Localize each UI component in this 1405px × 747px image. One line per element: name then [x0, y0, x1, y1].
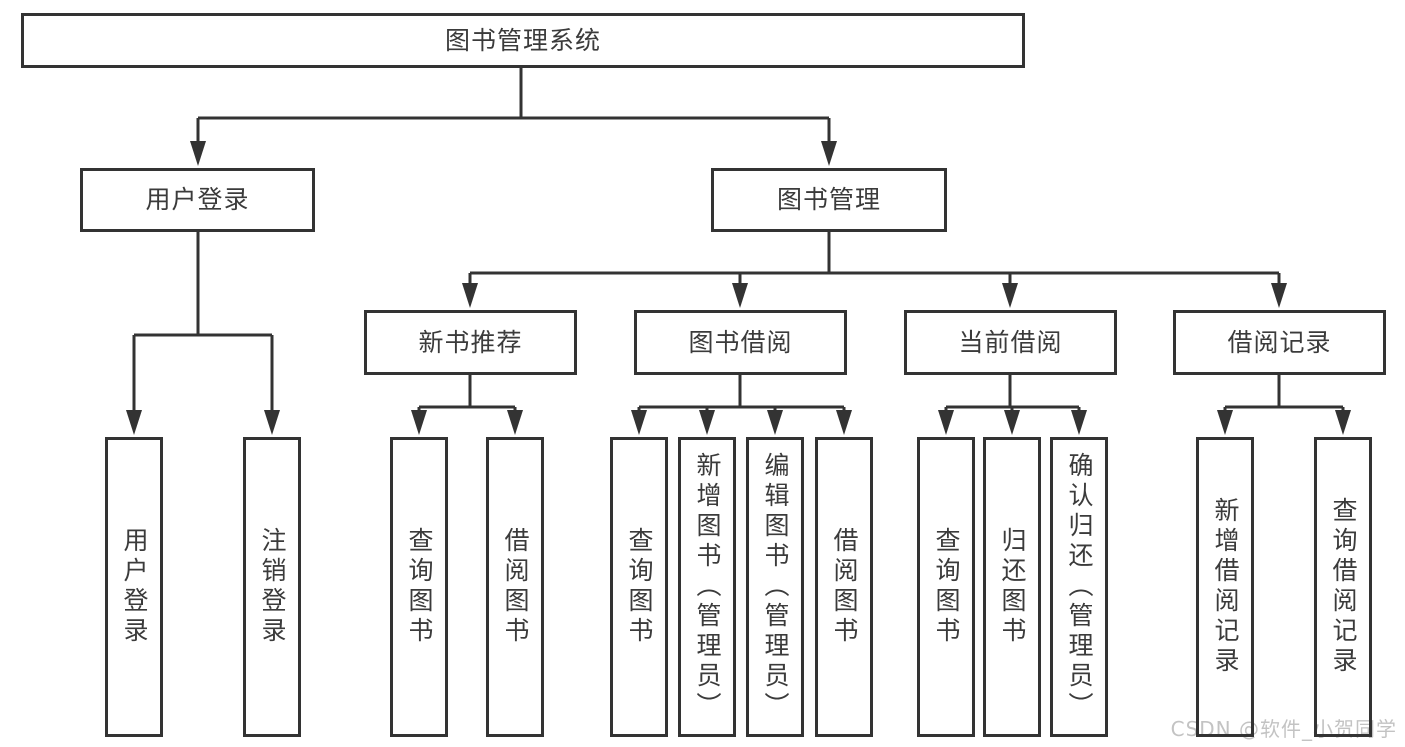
node-label: 图书管理: [776, 185, 881, 214]
leaf-query-books-borrowing: 查询图书: [610, 437, 668, 737]
node-label: 新书推荐: [418, 327, 523, 357]
node-label: 查询图书: [625, 527, 654, 647]
leaf-logout: 注销登录: [243, 437, 301, 737]
arrowhead-icon: [1004, 410, 1020, 435]
node-label: 新增图书（管理员）: [693, 452, 722, 722]
connector-userlogin-to-leaves: [132, 232, 274, 412]
arrowhead-icon: [411, 410, 427, 435]
connector-current-to-leaves: [944, 375, 1081, 411]
node-label: 注销登录: [258, 527, 287, 647]
leaf-borrow-books-borrowing: 借阅图书: [815, 437, 873, 737]
node-label: 查询图书: [932, 527, 961, 647]
node-label: 用户登录: [120, 527, 149, 647]
arrowhead-icon: [699, 410, 715, 435]
node-borrowing-records: 借阅记录: [1173, 310, 1386, 375]
arrowhead-icon: [732, 283, 748, 308]
node-book-management-system: 图书管理系统: [21, 13, 1025, 68]
node-user-login: 用户登录: [80, 168, 315, 232]
arrowhead-icon: [767, 410, 783, 435]
node-new-book-recommendation: 新书推荐: [364, 310, 577, 375]
node-label: 新增借阅记录: [1211, 497, 1240, 677]
node-label: 用户登录: [145, 185, 250, 214]
leaf-add-books-admin: 新增图书（管理员）: [678, 437, 736, 737]
connector-bookmgmt-to-level3: [468, 232, 1281, 285]
node-label: 图书管理系统: [444, 25, 601, 55]
node-label: 归还图书: [998, 527, 1027, 647]
node-label: 借阅图书: [830, 527, 859, 647]
leaf-edit-books-admin: 编辑图书（管理员）: [746, 437, 804, 737]
node-label: 借阅记录: [1227, 327, 1332, 357]
node-label: 当前借阅: [958, 327, 1063, 357]
arrowhead-icon: [462, 283, 478, 308]
arrowhead-icon: [1217, 410, 1233, 435]
arrowhead-icon: [190, 141, 206, 166]
arrowhead-icon: [836, 410, 852, 435]
node-current-borrowing: 当前借阅: [904, 310, 1117, 375]
node-label: 查询借阅记录: [1329, 497, 1358, 677]
leaf-return-books: 归还图书: [983, 437, 1041, 737]
watermark: CSDN @软件_小贺同学: [1170, 717, 1397, 741]
arrowhead-icon: [938, 410, 954, 435]
node-label: 借阅图书: [501, 527, 530, 647]
arrowhead-icon: [1335, 410, 1351, 435]
arrowhead-icon: [1071, 410, 1087, 435]
connector-borrowing-to-leaves: [637, 375, 846, 411]
arrowhead-icon: [1271, 283, 1287, 308]
arrowhead-icon: [126, 410, 142, 435]
leaf-confirm-return-admin: 确认归还（管理员）: [1050, 437, 1108, 737]
connector-root-to-level2: [196, 68, 831, 146]
connector-recommend-to-leaves: [417, 375, 517, 411]
leaf-add-borrow-record: 新增借阅记录: [1196, 437, 1254, 737]
node-label: 编辑图书（管理员）: [761, 452, 790, 722]
leaf-query-books-recommend: 查询图书: [390, 437, 448, 737]
arrowhead-icon: [821, 141, 837, 166]
arrowhead-icon: [264, 410, 280, 435]
node-label: 图书借阅: [688, 327, 793, 357]
node-label: 确认归还（管理员）: [1065, 452, 1094, 722]
leaf-user-login: 用户登录: [105, 437, 163, 737]
connector-records-to-leaves: [1223, 375, 1345, 411]
leaf-query-books-current: 查询图书: [917, 437, 975, 737]
node-book-borrowing: 图书借阅: [634, 310, 847, 375]
node-label: 查询图书: [405, 527, 434, 647]
leaf-query-borrow-record: 查询借阅记录: [1314, 437, 1372, 737]
arrowhead-icon: [631, 410, 647, 435]
arrowhead-icon: [1002, 283, 1018, 308]
leaf-borrow-books-recommend: 借阅图书: [486, 437, 544, 737]
node-book-management: 图书管理: [711, 168, 947, 232]
arrowhead-icon: [507, 410, 523, 435]
